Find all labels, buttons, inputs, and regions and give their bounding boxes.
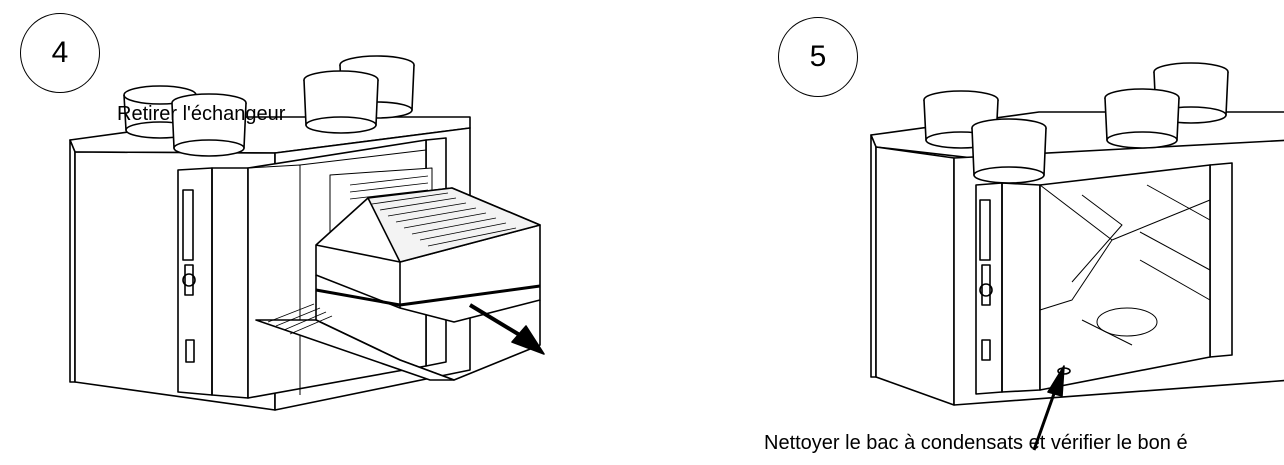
step-5-number: 5 <box>809 40 827 73</box>
step-5-number-circle: 5 <box>778 17 858 97</box>
step-4-number-circle: 4 <box>20 13 100 93</box>
unit-illustration-remove-exchanger <box>69 55 545 411</box>
step-4-caption: Retirer l'échangeur <box>117 103 286 125</box>
unit-illustration-condensate-tray <box>870 62 1284 451</box>
step-4-number: 4 <box>51 36 69 69</box>
step-5-caption: Nettoyer le bac à condensats et vérifier… <box>764 432 1188 454</box>
step-5-panel: 5 <box>642 0 1284 465</box>
step-4-panel: 4 <box>20 13 545 411</box>
